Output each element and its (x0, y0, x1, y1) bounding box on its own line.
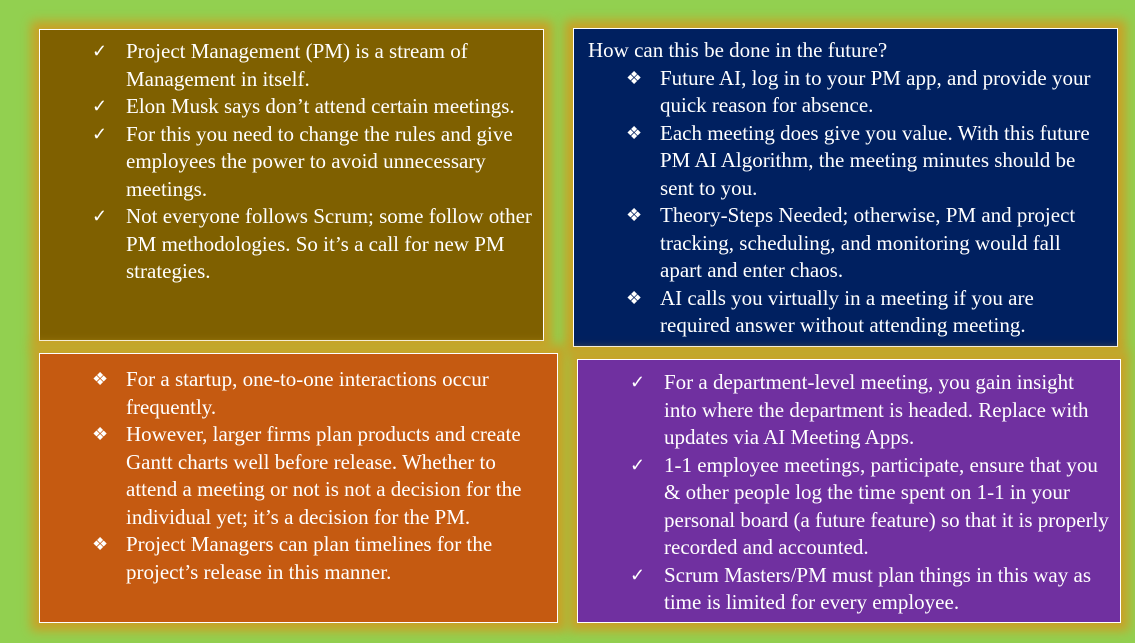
list-item: ✓ For a department-level meeting, you gai… (630, 369, 1110, 452)
list-item: ✓ Not everyone follows Scrum; some follow… (92, 203, 533, 286)
checkmark-icon: ✓ (92, 41, 108, 61)
checkmark-icon: ✓ (92, 206, 108, 226)
diamond-bullet-icon: ❖ (626, 287, 643, 308)
list-item: ❖ Project Managers can plan timelines for… (92, 531, 549, 586)
checkmark-icon: ✓ (630, 454, 646, 475)
diamond-bullet-icon: ❖ (92, 424, 109, 444)
list-item-text: Not everyone follows Scrum; some follow … (126, 204, 532, 283)
bullet-list: ✓ Project Management (PM) is a stream of … (92, 38, 533, 286)
list-item: ❖ Each meeting does give you value. With … (626, 120, 1107, 203)
list-item: ❖ AI calls you virtually in a meeting if … (626, 285, 1107, 340)
checkmark-icon: ✓ (630, 372, 646, 392)
list-item: ✓ Elon Musk says don’t attend certain mee… (92, 93, 533, 121)
pm-intro-panel: ✓ Project Management (PM) is a stream of … (39, 29, 544, 341)
list-item: ❖ For a startup, one-to-one interactions … (92, 366, 549, 421)
list-item: ❖ Theory-Steps Needed; otherwise, PM and … (626, 202, 1107, 285)
list-item-text: For a startup, one-to-one interactions o… (126, 367, 489, 419)
checkmark-icon: ✓ (92, 96, 108, 116)
list-item-text: 1-1 employee meetings, participate, ensu… (664, 452, 1109, 560)
list-item-text: However, larger firms plan products and … (126, 422, 522, 529)
list-item-text: Future AI, log in to your PM app, and pr… (660, 65, 1091, 118)
bullet-list: ❖ Future AI, log in to your PM app, and p… (588, 65, 1107, 340)
bullet-list: ✓ For a department-level meeting, you gai… (630, 369, 1110, 617)
list-item-text: Scrum Masters/PM must plan things in thi… (664, 562, 1091, 615)
diamond-bullet-icon: ❖ (92, 369, 109, 389)
list-item-text: Project Managers can plan timelines for … (126, 532, 493, 584)
diamond-bullet-icon: ❖ (626, 67, 643, 88)
list-item: ✓ For this you need to change the rules a… (92, 121, 533, 204)
checkmark-icon: ✓ (630, 564, 646, 585)
list-item-text: Each meeting does give you value. With t… (660, 120, 1090, 200)
list-item-text: Project Management (PM) is a stream of M… (126, 39, 468, 91)
future-panel: How can this be done in the future? ❖ Fut… (573, 28, 1118, 347)
panel-heading: How can this be done in the future? (588, 38, 888, 62)
list-item-text: Elon Musk says don’t attend certain meet… (126, 94, 515, 118)
diamond-bullet-icon: ❖ (92, 534, 109, 554)
list-item-text: AI calls you virtually in a meeting if y… (660, 285, 1034, 338)
list-item: ✓ Project Management (PM) is a stream of … (92, 38, 533, 93)
checkmark-icon: ✓ (92, 123, 108, 144)
list-item: ❖ However, larger firms plan products and… (92, 421, 549, 531)
list-item: ✓ Scrum Masters/PM must plan things in th… (630, 562, 1110, 617)
list-item-text: For a department-level meeting, you gain… (664, 370, 1089, 449)
list-item-text: Theory-Steps Needed; otherwise, PM and p… (660, 203, 1076, 282)
bullet-list: ❖ For a startup, one-to-one interactions … (92, 366, 549, 586)
startup-panel: ❖ For a startup, one-to-one interactions … (39, 353, 558, 623)
list-item: ❖ Future AI, log in to your PM app, and p… (626, 65, 1107, 120)
department-panel: ✓ For a department-level meeting, you gai… (577, 359, 1121, 623)
diamond-bullet-icon: ❖ (626, 122, 643, 143)
list-item-text: For this you need to change the rules an… (126, 121, 513, 201)
list-item: ✓ 1-1 employee meetings, participate, ens… (630, 452, 1110, 562)
diamond-bullet-icon: ❖ (626, 205, 643, 225)
